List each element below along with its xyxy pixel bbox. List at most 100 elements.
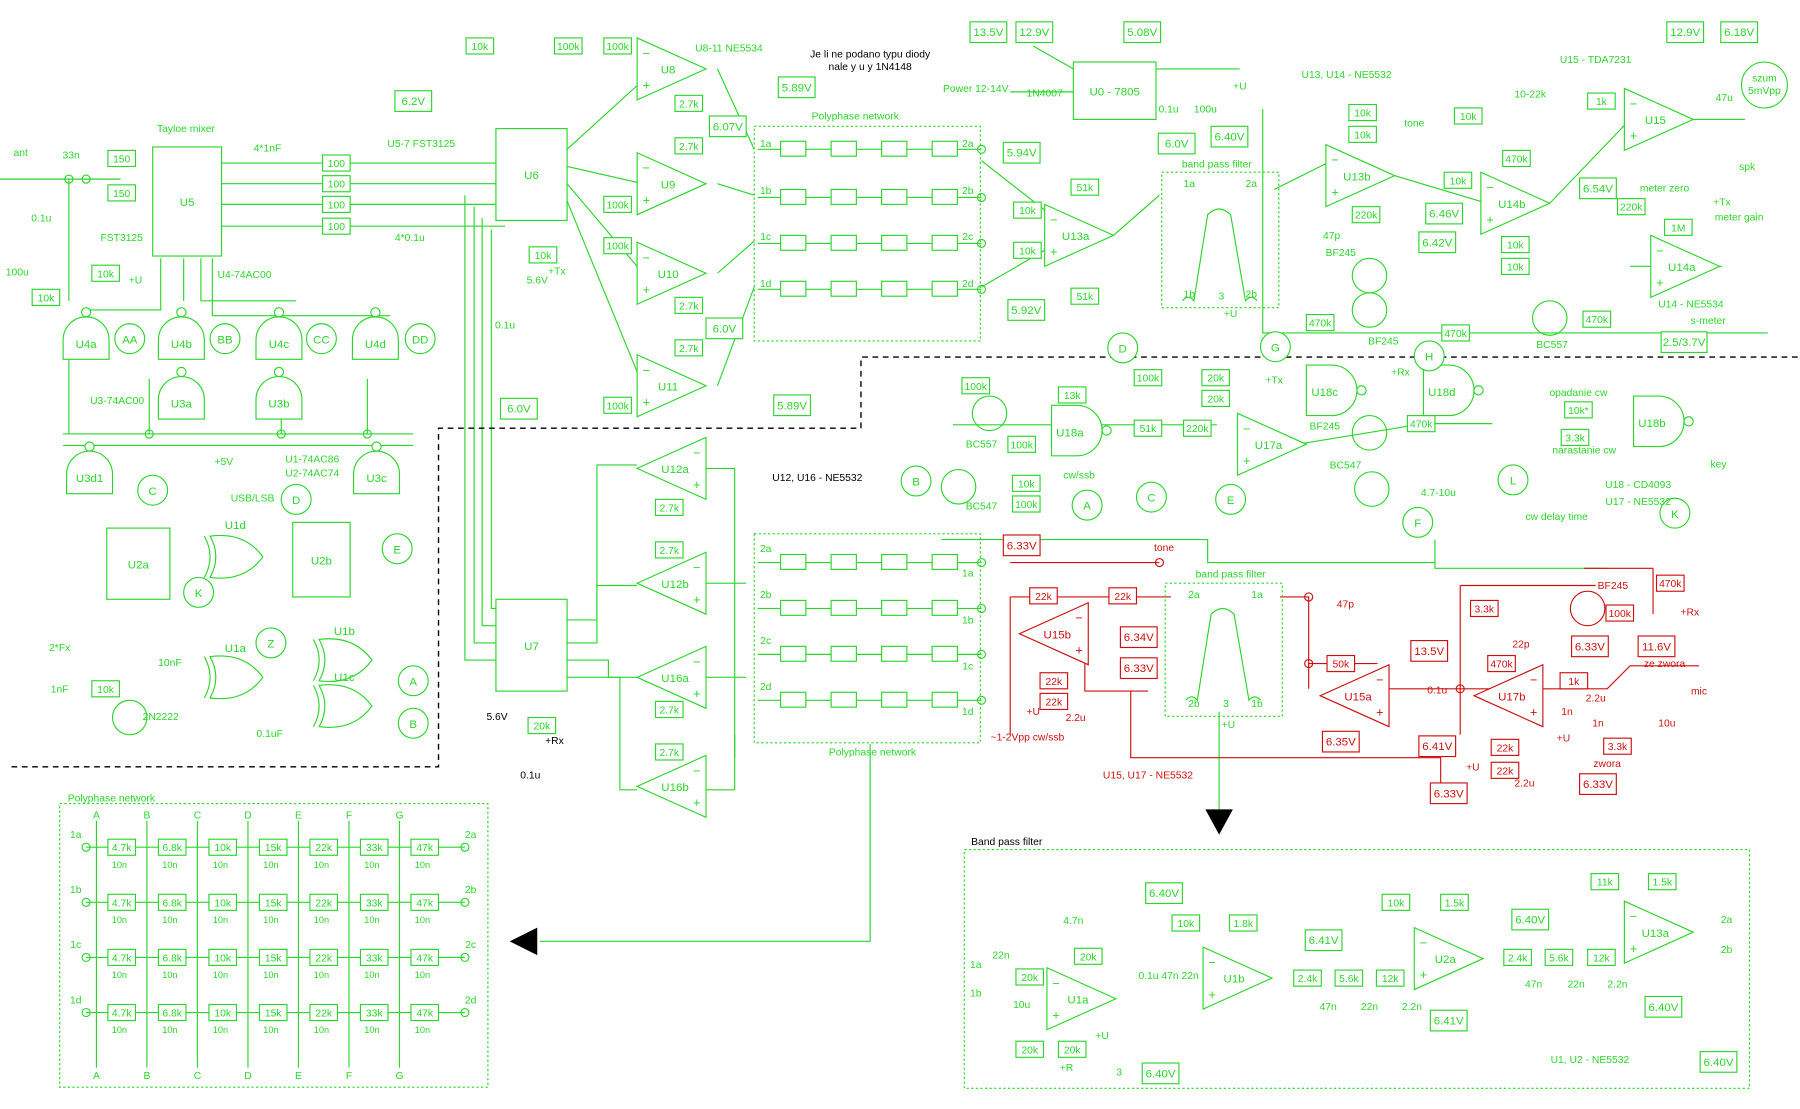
- resistor: [1015, 1040, 1045, 1058]
- junction-node: [276, 429, 286, 439]
- schematic-label: 1b: [970, 988, 982, 999]
- resistor: [931, 280, 958, 297]
- op-amp-symbol: [1623, 87, 1695, 152]
- op-amp-symbol: [1480, 171, 1552, 236]
- transistor-symbol: [1351, 257, 1388, 294]
- connector-circle: [280, 483, 312, 515]
- resistor: [1616, 198, 1646, 216]
- resistor: [1348, 103, 1377, 122]
- voltage-reading: 6.0V: [507, 404, 531, 416]
- op-amp-minus: −: [1376, 673, 1383, 687]
- op-amp-minus: −: [693, 655, 700, 669]
- capacitor-value: 10n: [415, 970, 430, 980]
- connector-label: BB: [217, 334, 233, 346]
- ic-label: U2a: [128, 559, 150, 571]
- connector-label: K: [195, 588, 203, 600]
- op-amp-label: U15b: [1044, 629, 1071, 641]
- voltage-reading: 6.18V: [1724, 27, 1754, 39]
- voltage-reading: 6.46V: [1429, 209, 1459, 221]
- schematic-label: U4-74AC00: [218, 270, 272, 281]
- op-amp-symbol: [1202, 946, 1274, 1010]
- resistor-value: 1k: [1568, 677, 1580, 688]
- resistor: [1108, 587, 1138, 605]
- arrow-left-icon: [509, 927, 538, 956]
- inverter-bubble: [273, 366, 285, 378]
- resistor: [1070, 287, 1100, 305]
- resistor: [961, 377, 991, 395]
- resistor-value: 10k: [1388, 898, 1405, 909]
- schematic-label: 22n: [992, 951, 1009, 962]
- wires: [0, 45, 1800, 1068]
- resistor-value: 20k: [1207, 394, 1224, 405]
- resistor-value: 6.8k: [162, 898, 182, 909]
- op-amp-label: U2a: [1435, 954, 1457, 966]
- op-amp-symbol: [635, 551, 707, 616]
- resistor: [1228, 914, 1258, 932]
- op-amp-plus: +: [643, 283, 650, 297]
- schematic-label: 100u: [1194, 105, 1217, 116]
- schematic-label: 1n: [1561, 707, 1573, 718]
- schematic-label: 2b: [1246, 289, 1258, 300]
- schematic-label: U5-7 FST3125: [387, 139, 455, 150]
- resistor: [931, 691, 958, 708]
- schematic-label: 3: [1116, 1068, 1122, 1079]
- schematic-label: 2c: [962, 232, 973, 243]
- connector-circle: [114, 323, 146, 355]
- resistor-value: 100: [328, 180, 345, 191]
- capacitor-value: 10n: [112, 860, 127, 870]
- op-amp-minus: −: [643, 161, 650, 175]
- op-amp-label: U16a: [661, 673, 689, 685]
- ic-label: U7: [524, 641, 539, 653]
- resistor-value: 100k: [606, 242, 629, 253]
- voltage-reading-box: [777, 76, 816, 99]
- resistor-value: 10k: [97, 269, 114, 280]
- resistor: [91, 680, 120, 698]
- voltage-reading: 6.54V: [1583, 183, 1613, 195]
- voltage-reading: 5.92V: [1011, 305, 1041, 317]
- junction-node: [1455, 684, 1465, 694]
- schematic-label: meter gain: [1715, 212, 1764, 223]
- nand-gate-symbol: [1632, 395, 1685, 448]
- nand-gate-symbol: [1305, 364, 1358, 417]
- resistor: [553, 37, 583, 55]
- resistor: [157, 1003, 187, 1022]
- polyphase-tap-label: E: [295, 1071, 302, 1082]
- schematic-label: 1b: [962, 615, 974, 626]
- connector-circle: [137, 474, 169, 506]
- schematic-label: U18 - CD4093: [1605, 480, 1671, 491]
- ic-package: [292, 521, 351, 598]
- filter-block-title: band pass filter: [1182, 160, 1253, 171]
- capacitor-value: 10n: [263, 860, 278, 870]
- resistor: [1560, 428, 1590, 447]
- schematic-label: mic: [1691, 687, 1707, 698]
- op-amp-minus: −: [1530, 673, 1537, 687]
- resistor-value: 15k: [265, 1009, 282, 1020]
- op-amp-plus: +: [693, 687, 700, 701]
- capacitor-value: 10n: [314, 915, 329, 925]
- junction-node: [1154, 557, 1165, 568]
- schematic-label: +U: [1026, 707, 1040, 718]
- gate-label: U4c: [269, 339, 290, 351]
- connector-label: K: [1671, 509, 1679, 521]
- resistor-value: 150: [113, 154, 130, 165]
- voltage-reading-box: [1429, 1009, 1468, 1032]
- resistor-value: 100: [328, 159, 345, 170]
- schematic-label: 4*1nF: [254, 144, 282, 155]
- schematic-label: 10-22k: [1514, 90, 1546, 101]
- gate-label: U1a: [225, 643, 247, 655]
- junction-node: [976, 557, 987, 568]
- gate-label: U1d: [225, 520, 246, 532]
- schematic-label: 3: [1219, 292, 1225, 303]
- connector-circle: [305, 323, 337, 355]
- schematic-label: +U: [1233, 82, 1247, 93]
- schematic-label: 1d: [760, 279, 772, 290]
- wire: [481, 218, 496, 627]
- connector-label: Z: [267, 638, 274, 650]
- resistor: [1582, 310, 1612, 328]
- resistor-value: 470k: [1410, 420, 1433, 431]
- connector-label: H: [1425, 351, 1433, 363]
- voltage-reading-box: [1015, 21, 1054, 44]
- schematic-label: FST3125: [100, 233, 143, 244]
- resistor-value: 100k: [606, 42, 629, 53]
- resistor-value: 5.6k: [1339, 974, 1359, 985]
